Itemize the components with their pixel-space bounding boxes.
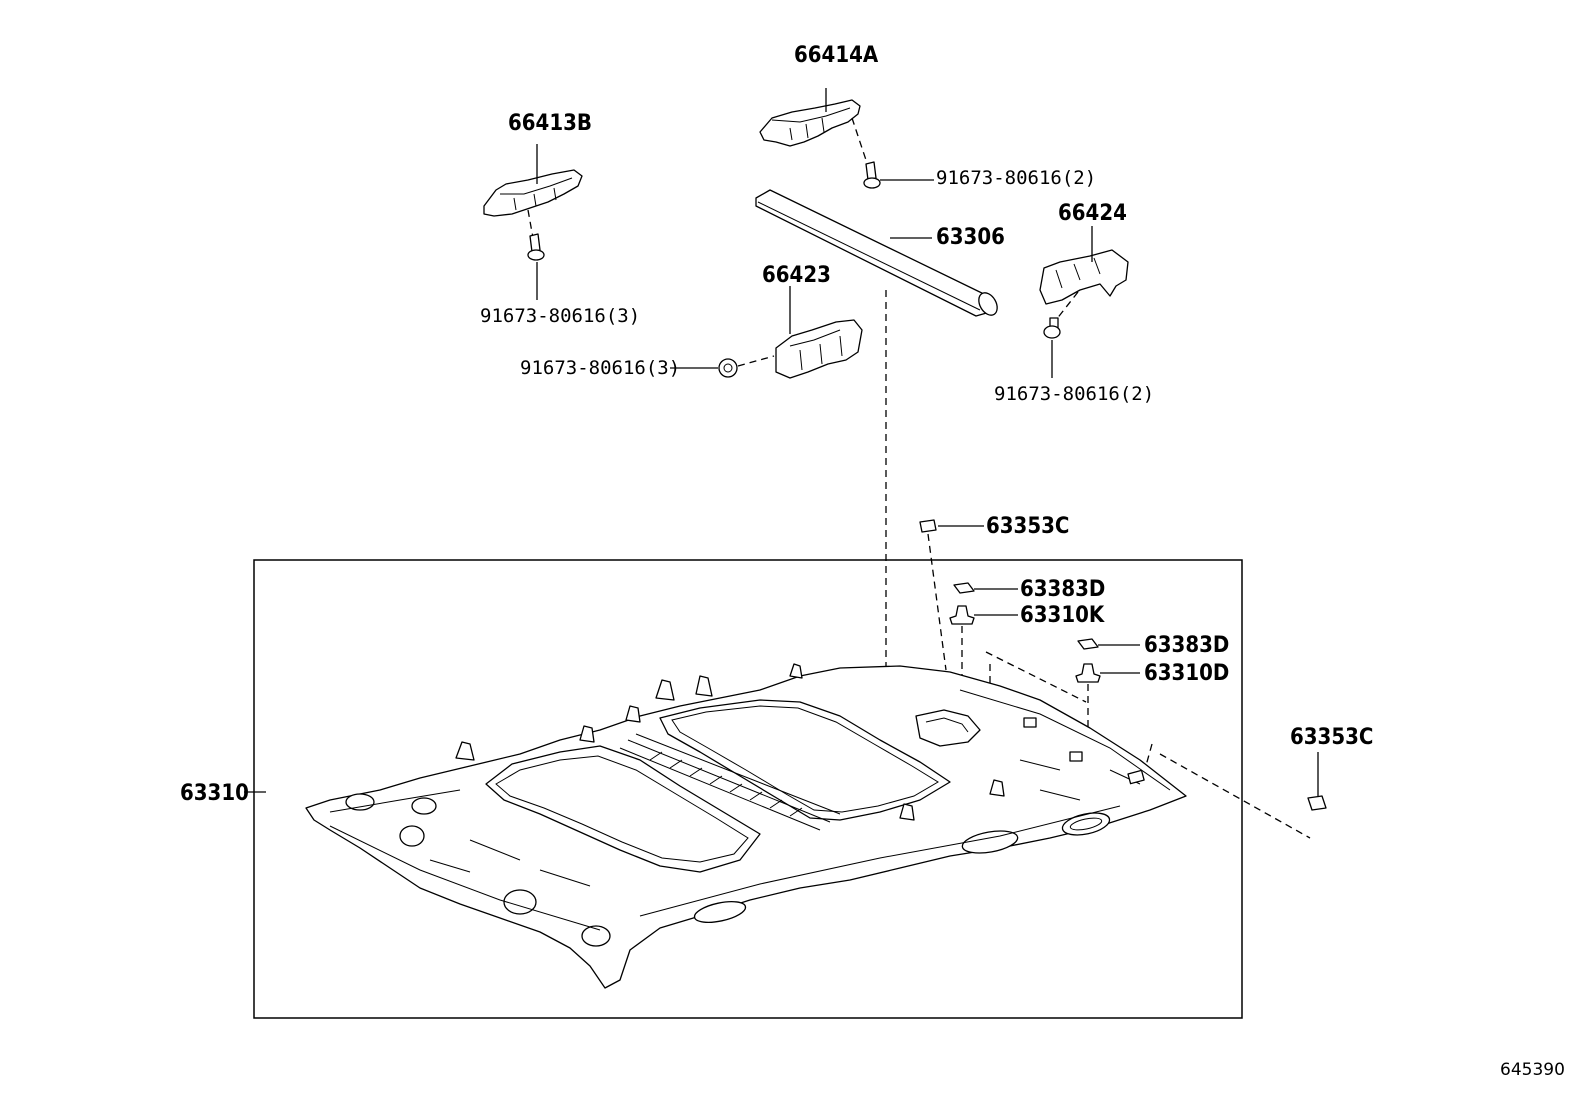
label-63353C-top: 63353C — [986, 514, 1069, 539]
label-63310K: 63310K — [1020, 603, 1105, 628]
label-bolt-c: 91673-80616(3) — [520, 357, 680, 379]
label-63310D: 63310D — [1144, 661, 1229, 686]
label-63353C-right: 63353C — [1290, 725, 1373, 750]
label-66423: 66423 — [762, 263, 831, 288]
clip-63310K — [949, 605, 975, 625]
assembly-frame — [253, 559, 1243, 1019]
bracket-66413B — [483, 169, 583, 217]
clip-bolt-icon — [863, 161, 881, 189]
label-bolt-b: 91673-80616(3) — [480, 305, 640, 327]
rail-63306 — [755, 189, 998, 317]
clip-nut-icon — [718, 358, 738, 378]
clip-63353C-top — [919, 519, 937, 533]
label-bolt-a: 91673-80616(2) — [936, 167, 1096, 189]
clip-63353C-right — [1307, 795, 1327, 811]
label-63310: 63310 — [180, 781, 249, 806]
label-66413B: 66413B — [508, 111, 592, 136]
headliner-63310 — [305, 663, 1187, 989]
reference-number: 645390 — [1500, 1060, 1565, 1080]
clip-63383D-b — [1077, 638, 1099, 650]
label-63383D-b: 63383D — [1144, 633, 1229, 658]
bracket-66423 — [775, 319, 863, 379]
clip-63383D-a — [953, 582, 975, 594]
label-66414A: 66414A — [794, 43, 879, 68]
clip-bolt-icon — [1043, 317, 1061, 339]
clip-63310D — [1075, 663, 1101, 683]
label-63306: 63306 — [936, 225, 1005, 250]
clip-bolt-icon — [527, 233, 545, 261]
label-66424: 66424 — [1058, 201, 1127, 226]
bracket-66414A — [759, 99, 861, 147]
label-bolt-d: 91673-80616(2) — [994, 383, 1154, 405]
bracket-66424 — [1039, 249, 1129, 305]
label-63383D-a: 63383D — [1020, 577, 1105, 602]
